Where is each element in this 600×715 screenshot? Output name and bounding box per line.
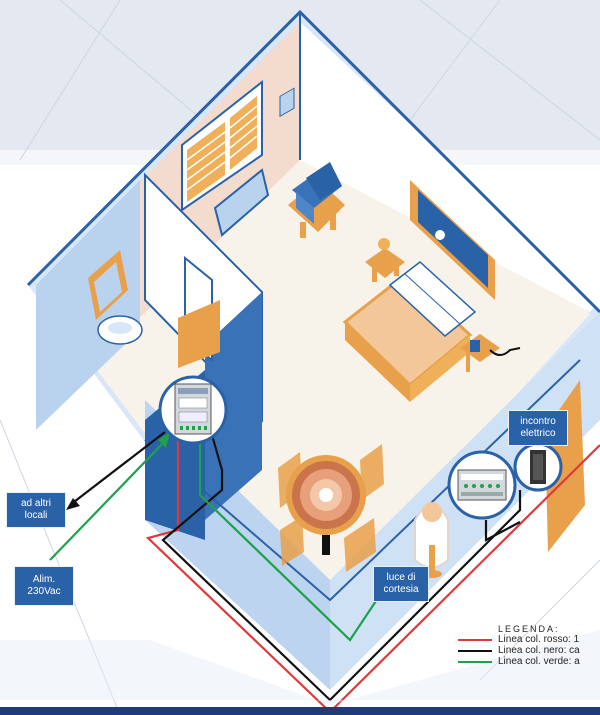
- label-ad-altri-line-1: ad altri: [20, 498, 51, 509]
- legend-item-label: Linea col. verde: a: [498, 656, 580, 667]
- radiator: [213, 168, 270, 237]
- wire-red: [145, 435, 600, 714]
- legend-item: Linea col. verde: a: [458, 656, 600, 667]
- label-incontro-line-1: incontro: [520, 416, 556, 427]
- label-alim-230vac: Alim. 230Vac: [14, 566, 74, 606]
- controller-unit-icon: [158, 375, 228, 445]
- card-reader-icon: [447, 450, 517, 520]
- room-outline-bottom: [144, 359, 581, 602]
- right-wall-white: [300, 22, 600, 312]
- door-strike-icon: [513, 442, 563, 492]
- label-luce-di-cortesia: luce di cortesia: [373, 566, 429, 602]
- left-wall-lower: [36, 180, 140, 430]
- bathroom-door: [178, 300, 220, 368]
- wire-black: [161, 434, 522, 702]
- label-luce-line-1: luce di: [386, 572, 416, 583]
- legend-item: Linea col. rosso: 1: [458, 634, 600, 645]
- lamp-icon: [414, 502, 449, 578]
- legend-swatch: [458, 649, 492, 652]
- bed: [342, 261, 477, 402]
- legend-item: Linea col. nero: ca: [458, 645, 600, 656]
- wire-black-out: [69, 431, 166, 506]
- label-luce-line-2: cortesia: [383, 584, 419, 595]
- legend-swatch: [458, 638, 492, 641]
- label-incontro-line-2: elettrico: [520, 428, 556, 439]
- arrow-black-head: [66, 498, 80, 510]
- round-table-set: [278, 444, 384, 572]
- phone-table: [460, 334, 521, 372]
- tv-set: [288, 162, 345, 238]
- label-incontro-elettrico: incontro elettrico: [508, 410, 568, 446]
- bedside-table: [365, 238, 405, 282]
- label-ad-altri-line-2: locali: [24, 510, 48, 521]
- legend-title: LEGENDA:: [498, 624, 560, 634]
- wall-painting: [410, 180, 495, 300]
- window-blinds: [181, 79, 263, 212]
- wire-green-in: [49, 437, 169, 561]
- arrow-green-head: [158, 432, 170, 448]
- label-ad-altri-locali: ad altri locali: [6, 492, 66, 528]
- label-alim-line-2: 230Vac: [27, 586, 61, 597]
- wall-switch: [279, 87, 295, 118]
- legend-item-label: Linea col. nero: ca: [498, 645, 580, 656]
- legend-swatch: [458, 660, 492, 663]
- label-alim-line-1: Alim.: [32, 574, 56, 585]
- legend-item-label: Linea col. rosso: 1: [498, 634, 580, 645]
- floor-shadow-bottom: [0, 630, 600, 705]
- wire-black-strike: [484, 520, 521, 542]
- wire-green: [198, 440, 381, 642]
- sink: [88, 250, 143, 345]
- bottom-bar: [0, 707, 600, 715]
